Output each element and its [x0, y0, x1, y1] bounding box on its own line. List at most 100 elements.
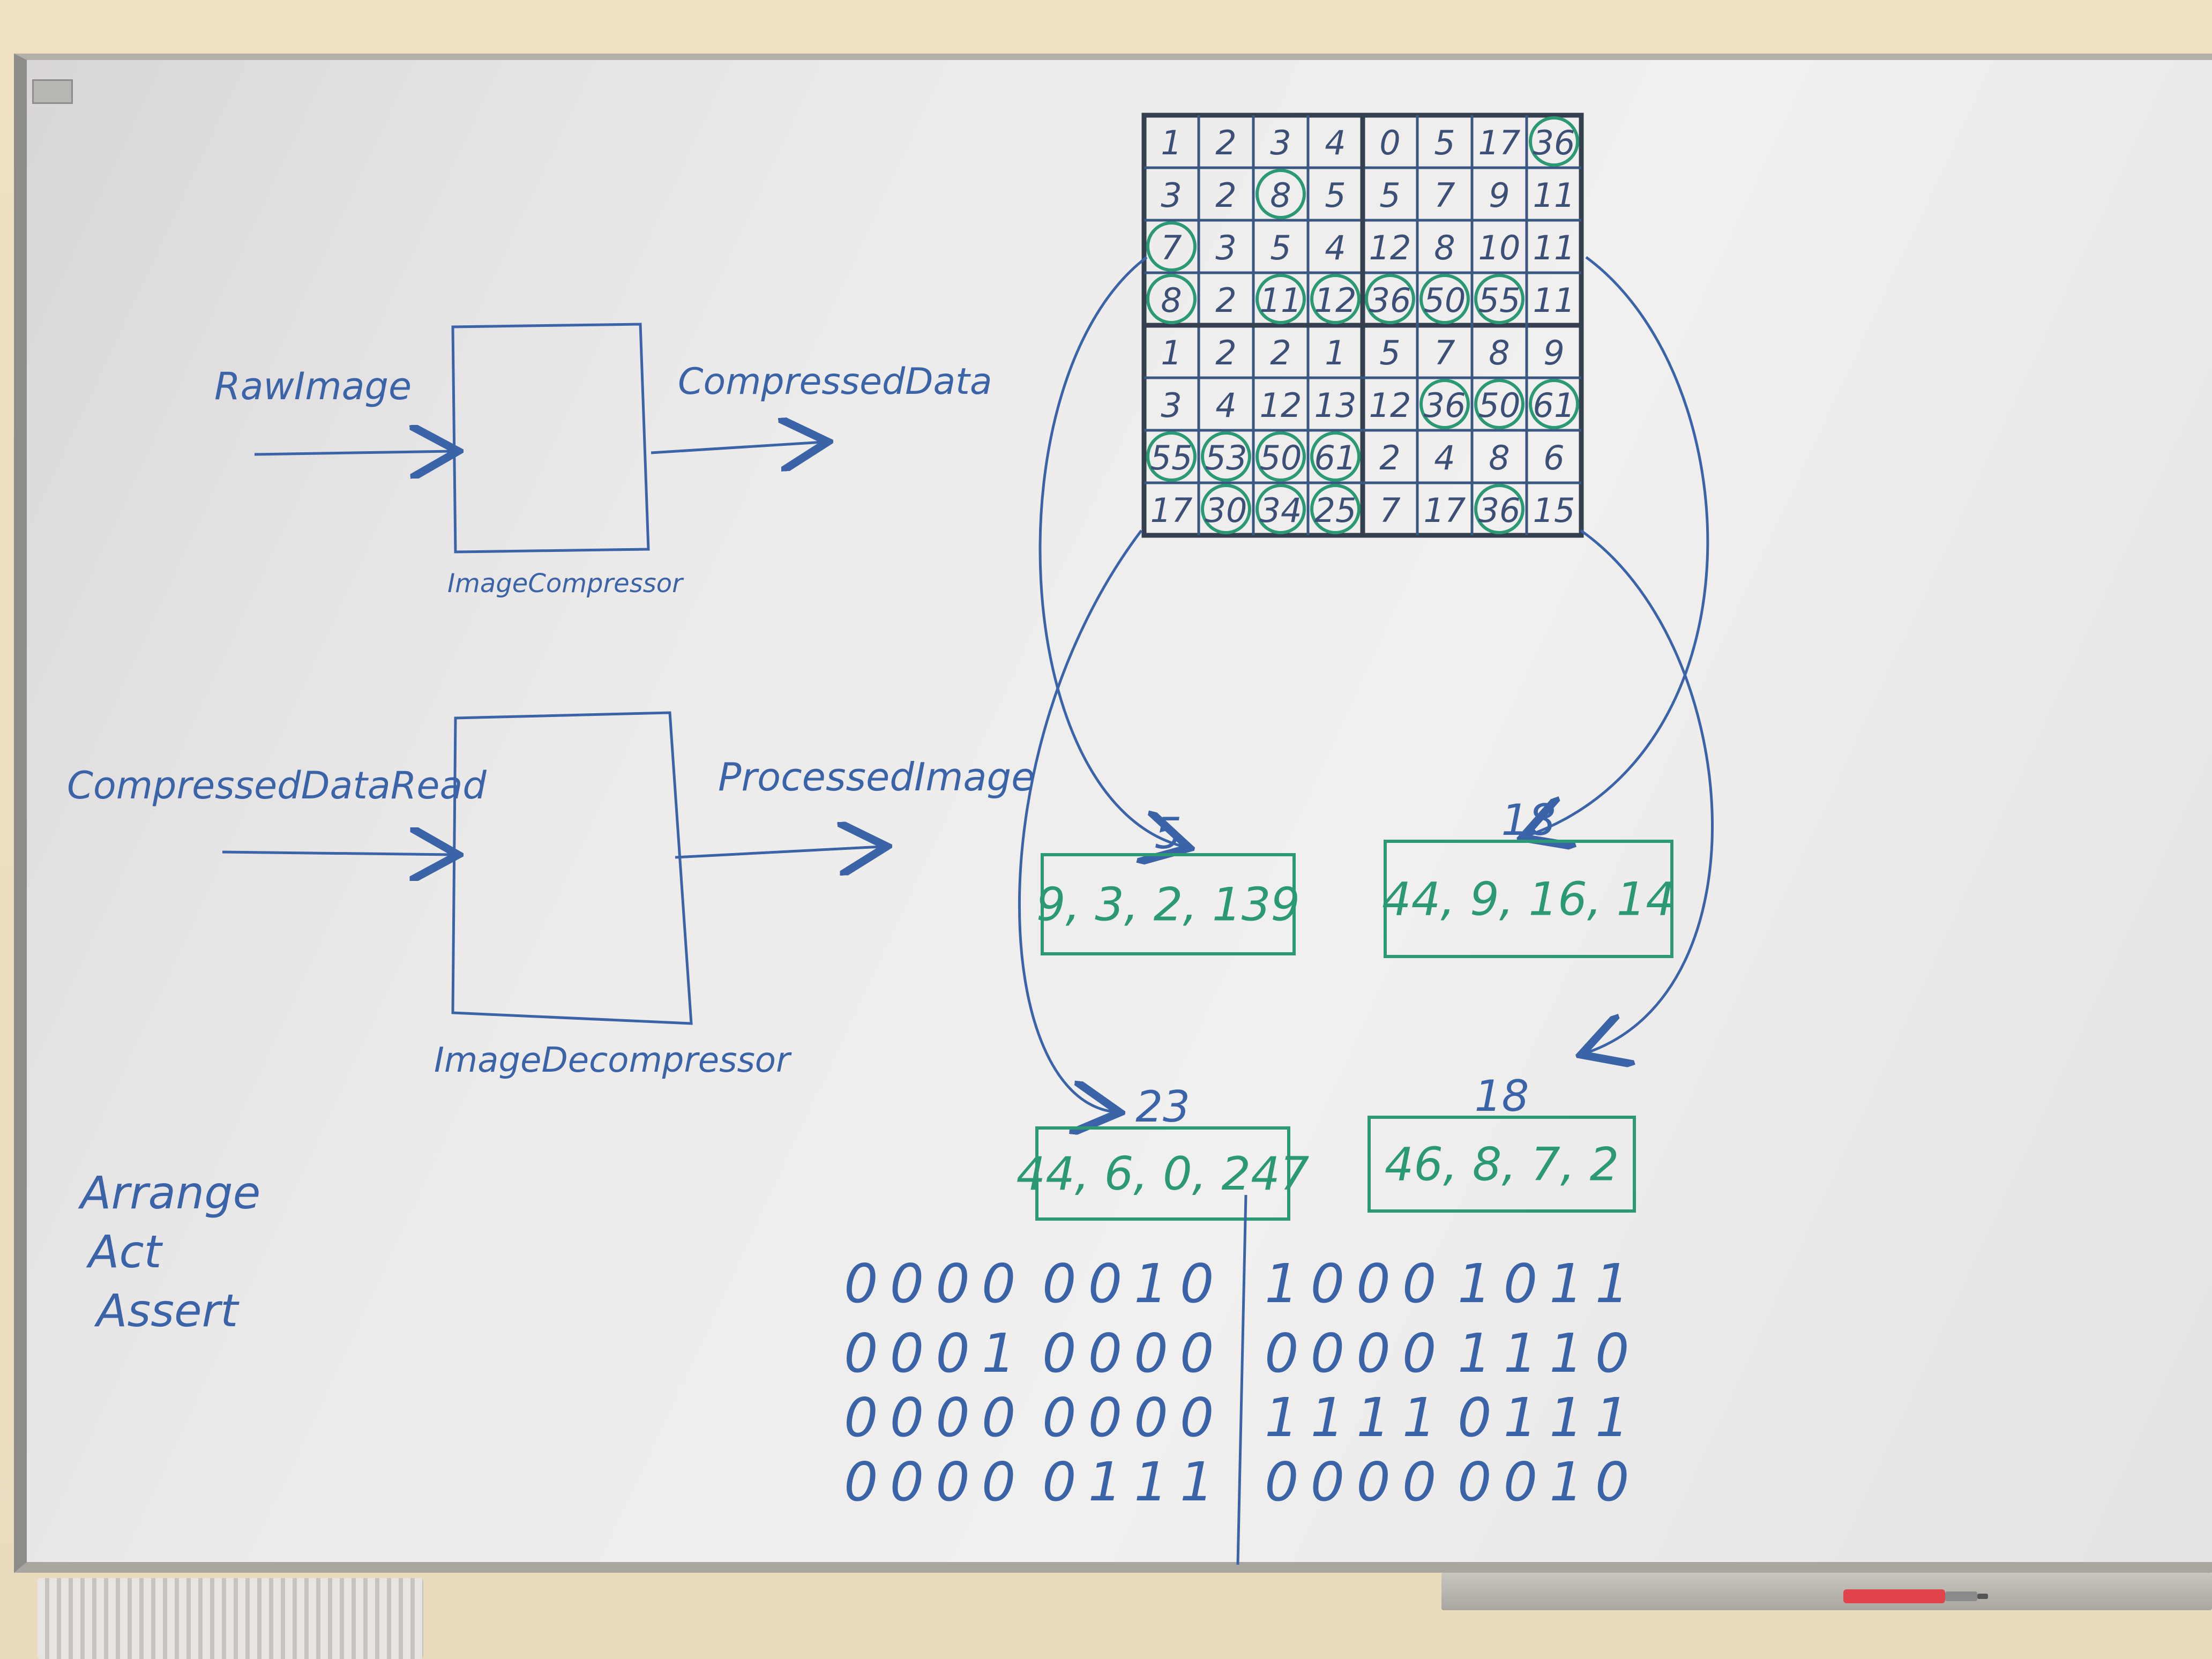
grid-cell-circle [1310, 431, 1361, 482]
grid-cell: 11 [1260, 281, 1302, 320]
grid-cell: 5 [1379, 333, 1400, 372]
grid-cell: 61 [1533, 386, 1575, 425]
decompressor-diagram: CompressedDataRead ProcessedImage ImageD… [67, 711, 1035, 1080]
compressed-data-label: CompressedData [678, 361, 992, 403]
arrow-bottom-right-quadrant [1581, 529, 1714, 1053]
bit-group: 0000 [1042, 1386, 1226, 1449]
grid-cell: 50 [1478, 386, 1521, 425]
bit-group: 0010 [1458, 1451, 1641, 1513]
grid-cell-circle [1201, 484, 1251, 534]
grid-cell: 8 [1489, 438, 1509, 477]
bit-group: 1110 [1458, 1322, 1641, 1385]
red-marker-icon [1843, 1589, 1988, 1603]
grid-cell: 12 [1369, 386, 1411, 425]
compressor-output-arrow [651, 442, 823, 453]
grid-cell: 13 [1314, 386, 1357, 425]
raw-image-label: RawImage [214, 364, 412, 408]
grid-cell: 55 [1150, 438, 1193, 477]
board-corner-label [32, 79, 73, 104]
marker-tray [1441, 1573, 2212, 1610]
grid-cell: 7 [1434, 333, 1455, 372]
decompressor-box [451, 711, 693, 1025]
grid-cell: 17 [1424, 491, 1466, 530]
grid-cell: 2 [1215, 176, 1236, 215]
bit-group: 1011 [1458, 1252, 1641, 1315]
grid-cell: 8 [1161, 281, 1182, 320]
bit-group: 0000 [1265, 1451, 1448, 1513]
grid-cell: 5 [1379, 176, 1400, 215]
grid-cell: 2 [1379, 438, 1400, 477]
grid-cell-circle [1310, 274, 1361, 324]
compressed-block-values: 9, 3, 2, 139 [1036, 878, 1300, 932]
grid-cell: 7 [1379, 491, 1400, 530]
compressed-block-box [1384, 840, 1673, 958]
grid-cell: 36 [1533, 123, 1575, 162]
grid-cell-circle [1310, 484, 1361, 534]
grid-cell: 12 [1369, 228, 1411, 267]
grid-cell: 4 [1325, 123, 1346, 162]
whiteboard [14, 54, 2212, 1573]
bit-group: 0111 [1458, 1386, 1641, 1449]
grid-cell-circle [1146, 221, 1197, 272]
grid-cell: 3 [1270, 123, 1291, 162]
compressed-block-values: 44, 9, 16, 14 [1382, 873, 1675, 926]
grid-cell: 50 [1260, 438, 1302, 477]
compressed-data-read-label: CompressedDataRead [67, 764, 487, 808]
radiator [38, 1578, 423, 1659]
grid-cell: 17 [1478, 123, 1521, 162]
compressed-block-values: 46, 8, 7, 2 [1385, 1138, 1619, 1192]
grid-cell-circle [1474, 379, 1525, 429]
grid-cell: 34 [1260, 491, 1302, 530]
grid-cell-circle [1146, 274, 1197, 324]
compressor-box [451, 323, 650, 554]
arrow-top-left-quadrant [1038, 256, 1184, 847]
bit-divider-line [1236, 1194, 1247, 1565]
compressor-diagram: RawImage CompressedData ImageCompressor [214, 323, 992, 599]
grid-cell: 5 [1325, 176, 1346, 215]
grid-cell: 4 [1325, 228, 1346, 267]
compressed-block-box [1041, 853, 1296, 955]
bit-group: 1111 [1265, 1386, 1448, 1449]
grid-cell: 6 [1543, 438, 1564, 477]
grid-cell: 50 [1424, 281, 1466, 320]
grid-cell: 3 [1161, 176, 1182, 215]
grid-cell: 8 [1489, 333, 1509, 372]
bit-group: 0111 [1042, 1451, 1226, 1513]
test-pattern-item: Assert [94, 1284, 240, 1337]
compressed-block-values: 44, 6, 0, 247 [1016, 1147, 1309, 1201]
grid-cell: 7 [1161, 228, 1182, 267]
compressor-input-arrow [254, 451, 453, 454]
grid-cell: 5 [1434, 123, 1455, 162]
decompressor-input-arrow [222, 852, 453, 855]
grid-cell-circle [1529, 379, 1579, 429]
test-pattern-item: Arrange [78, 1167, 260, 1219]
bit-group: 0000 [1265, 1322, 1448, 1385]
decompressor-output-arrow [675, 847, 881, 857]
grid-cell: 3 [1215, 228, 1236, 267]
compressed-block-count: 23 [1135, 1082, 1190, 1132]
grid-cell: 2 [1215, 333, 1236, 372]
grid-cell: 2 [1215, 281, 1236, 320]
compressed-block-count: 5 [1155, 809, 1182, 858]
grid-cell: 36 [1478, 491, 1521, 530]
grid-cell: 2 [1215, 123, 1236, 162]
image-compressor-label: ImageCompressor [447, 569, 684, 599]
grid-cell: 11 [1533, 281, 1575, 320]
grid-cell-circle [1474, 484, 1525, 534]
grid-cell: 12 [1260, 386, 1302, 425]
grid-cell-circle [1256, 431, 1306, 482]
grid-cell-circle [1419, 274, 1470, 324]
grid-cell: 61 [1314, 438, 1357, 477]
grid-cell-circle [1146, 431, 1197, 482]
grid-cell-circle [1474, 274, 1525, 324]
grid-cell: 4 [1434, 438, 1455, 477]
grid-cell: 36 [1369, 281, 1411, 320]
grid-cell: 2 [1270, 333, 1291, 372]
grid-cell: 1 [1161, 333, 1182, 372]
bit-group: 1000 [1265, 1252, 1448, 1315]
